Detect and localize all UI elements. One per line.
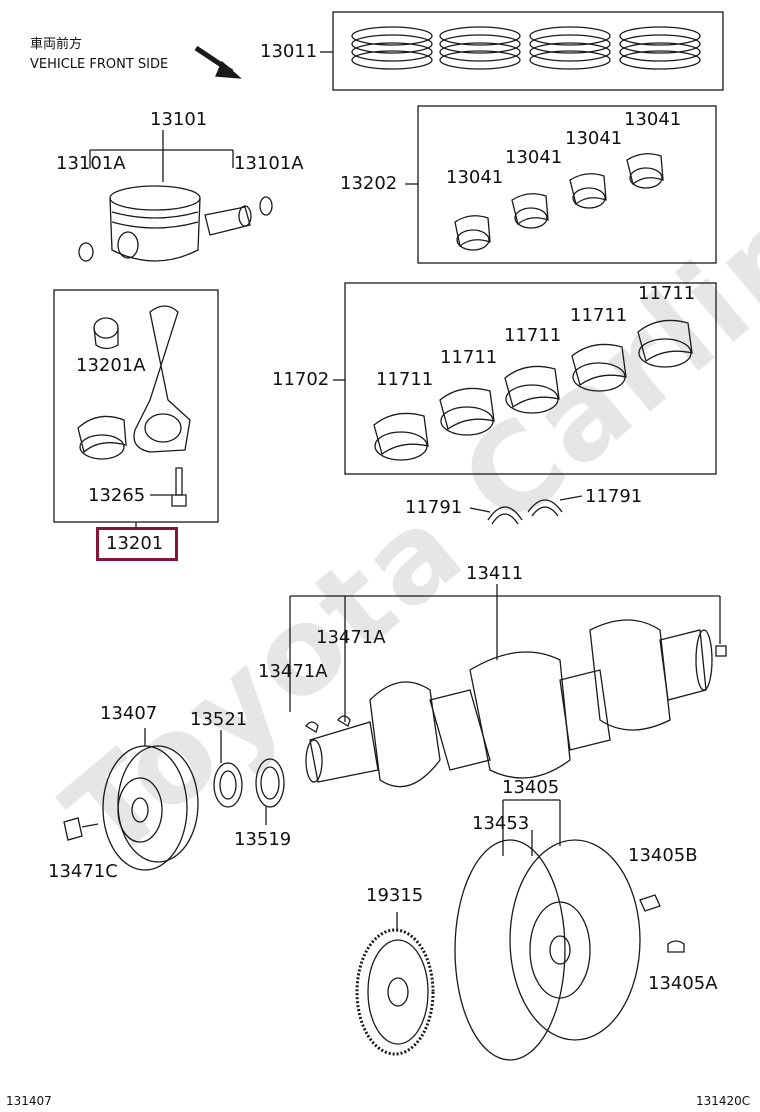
part-11791-right-label[interactable]: 11791 [585, 486, 643, 507]
part-13471C-label[interactable]: 13471C [48, 861, 118, 882]
part-13202-label[interactable]: 13202 [340, 173, 398, 194]
main-bearing-set [333, 282, 717, 475]
part-13411-label[interactable]: 13411 [466, 563, 524, 584]
part-13519-label[interactable]: 13519 [234, 829, 292, 850]
part-19315-label[interactable]: 19315 [366, 885, 424, 906]
front-arrow-icon [194, 45, 242, 79]
part-13101-label[interactable]: 13101 [150, 109, 208, 130]
part-13041-label-d[interactable]: 13041 [624, 109, 682, 130]
thrust-washers [469, 495, 583, 525]
drive-plate [355, 912, 435, 1056]
part-13101A-left-label[interactable]: 13101A [56, 153, 126, 174]
footer-left-code: 131407 [6, 1094, 52, 1108]
part-13471A-lower-label[interactable]: 13471A [258, 661, 328, 682]
part-13041-label-a[interactable]: 13041 [446, 167, 504, 188]
part-11711-label-e[interactable]: 11711 [638, 283, 696, 304]
crank-pulley-and-gears [63, 728, 285, 871]
connecting-rod-assembly [53, 289, 219, 530]
part-11791-left-label[interactable]: 11791 [405, 497, 463, 518]
part-13265-label[interactable]: 13265 [88, 485, 146, 506]
part-13471A-upper-label[interactable]: 13471A [316, 627, 386, 648]
part-13201A-label[interactable]: 13201A [76, 355, 146, 376]
part-13041-label-b[interactable]: 13041 [505, 147, 563, 168]
part-11711-label-d[interactable]: 11711 [570, 305, 628, 326]
part-13407-label[interactable]: 13407 [100, 703, 158, 724]
part-13041-label-c[interactable]: 13041 [565, 128, 623, 149]
part-13521-label[interactable]: 13521 [190, 709, 248, 730]
vehicle-front-label-jp: 車両前方 [30, 37, 83, 52]
piston-ring-set [320, 11, 724, 91]
part-11711-label-c[interactable]: 11711 [504, 325, 562, 346]
footer-right-code: 131420C [696, 1094, 751, 1108]
part-13453-label[interactable]: 13453 [472, 813, 530, 834]
part-13011-label[interactable]: 13011 [260, 41, 318, 62]
part-13405A-label[interactable]: 13405A [648, 973, 718, 994]
part-13405-label[interactable]: 13405 [502, 777, 560, 798]
part-13201-label[interactable]: 13201 [106, 533, 164, 554]
part-13405B-label[interactable]: 13405B [628, 845, 698, 866]
flywheel-assembly [454, 799, 685, 1061]
crank-pin-bearing-set [405, 105, 717, 264]
part-13201-highlight [96, 527, 178, 561]
vehicle-front-label: VEHICLE FRONT SIDE [30, 57, 169, 72]
piston-assembly [78, 130, 273, 262]
part-11702-label[interactable]: 11702 [272, 369, 330, 390]
crankshaft [289, 584, 727, 788]
part-13101A-right-label[interactable]: 13101A [234, 153, 304, 174]
part-11711-label-b[interactable]: 11711 [440, 347, 498, 368]
part-11711-label-a[interactable]: 11711 [376, 369, 434, 390]
